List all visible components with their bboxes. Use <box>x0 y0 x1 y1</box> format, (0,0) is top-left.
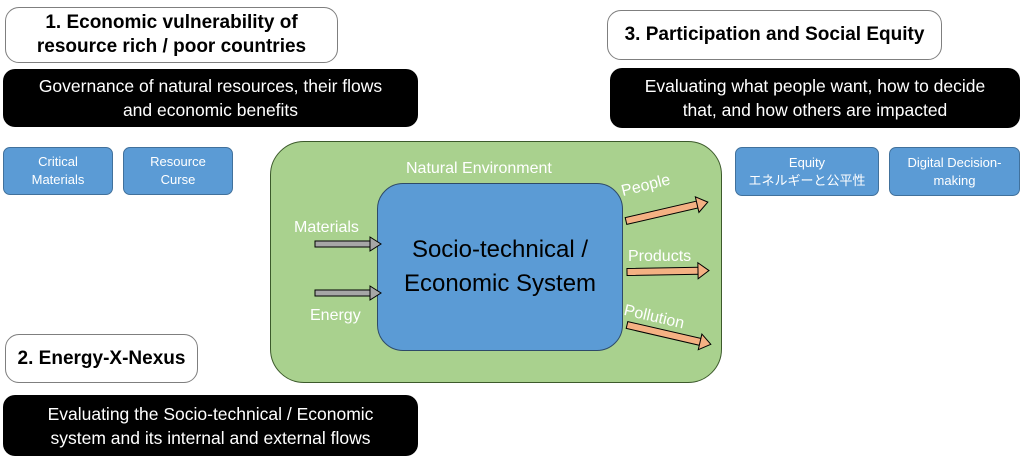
section-3-title: 3. Participation and Social Equity <box>607 10 942 60</box>
section-1-description: Governance of natural resources, their f… <box>3 69 418 127</box>
section-3-description: Evaluating what people want, how to deci… <box>610 68 1020 128</box>
section-2-title: 2. Energy-X-Nexus <box>5 334 198 383</box>
socio-technical-system-box: Socio-technical / Economic System <box>377 183 623 351</box>
input-label-materials: Materials <box>294 219 359 236</box>
tag-critical-materials: Critical Materials <box>3 147 113 195</box>
input-label-energy: Energy <box>310 307 361 324</box>
tag-resource-curse: Resource Curse <box>123 147 233 195</box>
tag-digital-decision-making: Digital Decision- making <box>889 147 1020 196</box>
section-1-title: 1. Economic vulnerability of resource ri… <box>5 7 338 63</box>
tag-equity: Equity エネルギーと公平性 <box>735 147 879 196</box>
section-2-description: Evaluating the Socio-technical / Economi… <box>3 395 418 456</box>
natural-environment-label: Natural Environment <box>406 160 552 177</box>
output-label-products: Products <box>628 248 692 265</box>
